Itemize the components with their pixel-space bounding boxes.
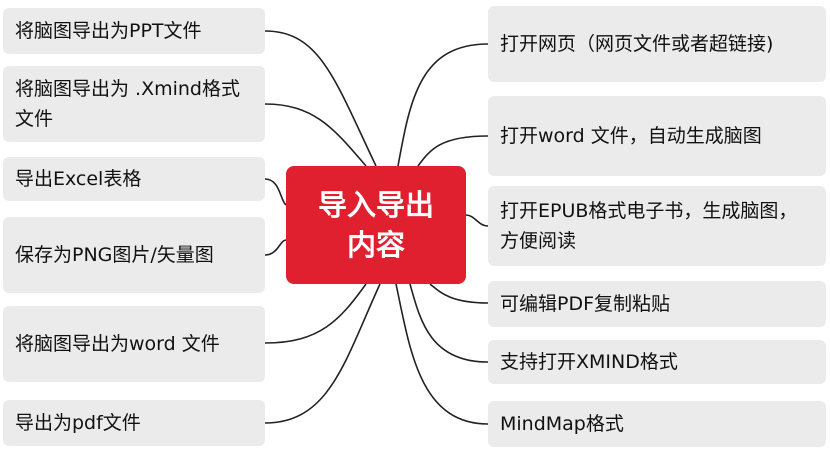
connector-left-6 xyxy=(264,283,381,424)
connector-right-5 xyxy=(409,283,489,363)
branch-mindmap-format[interactable]: MindMap格式 xyxy=(488,401,826,447)
connector-right-2 xyxy=(417,135,489,167)
central-topic[interactable]: 导入导出内容 xyxy=(286,166,466,284)
connector-left-5 xyxy=(264,283,367,344)
connector-right-4 xyxy=(429,283,489,304)
connector-right-3 xyxy=(465,214,489,227)
branch-export-word[interactable]: 将脑图导出为word 文件 xyxy=(3,306,265,382)
connector-right-1 xyxy=(397,43,489,167)
branch-export-excel[interactable]: 导出Excel表格 xyxy=(3,157,265,201)
branch-open-webpage[interactable]: 打开网页（网页文件或者超链接) xyxy=(488,6,826,82)
branch-open-word[interactable]: 打开word 文件，自动生成脑图 xyxy=(488,96,826,176)
branch-open-epub[interactable]: 打开EPUB格式电子书，生成脑图，方便阅读 xyxy=(488,186,826,266)
branch-open-xmind[interactable]: 支持打开XMIND格式 xyxy=(488,340,826,384)
branch-edit-pdf[interactable]: 可编辑PDF复制粘贴 xyxy=(488,281,826,327)
branch-export-ppt[interactable]: 将脑图导出为PPT文件 xyxy=(3,8,265,54)
connector-right-6 xyxy=(395,283,489,425)
connector-left-3 xyxy=(264,178,287,206)
branch-save-png[interactable]: 保存为PNG图片/矢量图 xyxy=(3,217,265,293)
connector-left-2 xyxy=(264,103,367,167)
connector-left-1 xyxy=(264,30,377,167)
connector-left-4 xyxy=(264,239,287,256)
branch-export-pdf[interactable]: 导出为pdf文件 xyxy=(3,400,265,446)
branch-export-xmind[interactable]: 将脑图导出为 .Xmind格式文件 xyxy=(3,66,265,142)
